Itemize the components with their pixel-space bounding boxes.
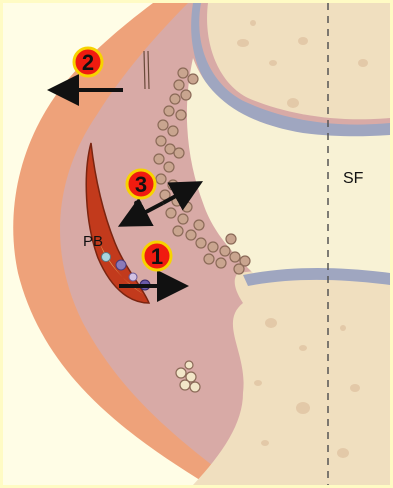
joint-illustration: SF PB S 2 3 1: [3, 3, 390, 485]
label-blood-vessel: PB: [83, 233, 103, 250]
badge-3: 3: [127, 170, 155, 198]
svg-text:2: 2: [82, 50, 94, 75]
svg-text:3: 3: [135, 172, 147, 197]
badge-2: 2: [74, 48, 102, 76]
badge-1: 1: [143, 242, 171, 270]
svg-text:1: 1: [151, 244, 163, 269]
label-synovial-fluid: SF: [343, 170, 364, 187]
